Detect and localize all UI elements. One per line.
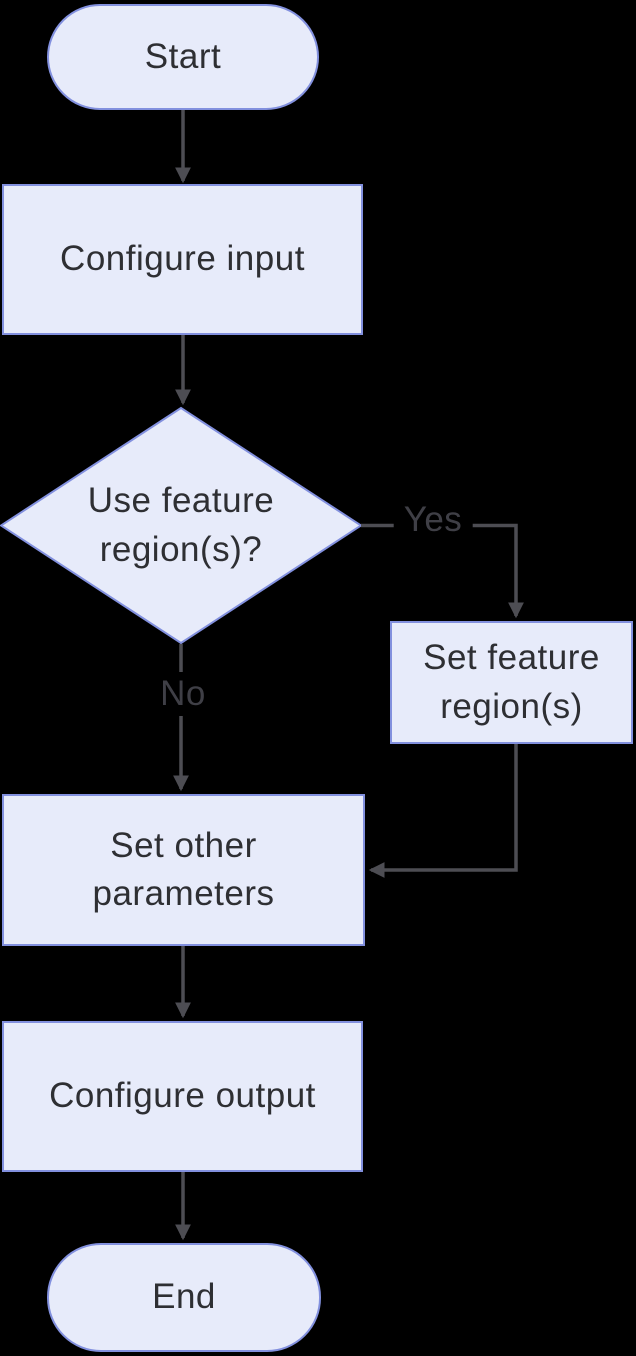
node-configure-output: Configure output [2, 1021, 363, 1172]
node-set-other-parameters: Set other parameters [2, 794, 365, 946]
node-end: End [47, 1243, 321, 1352]
node-start: Start [47, 4, 319, 110]
node-set-feature-regions: Set feature region(s) [390, 621, 633, 744]
node-configure-input: Configure input [2, 184, 363, 335]
edge-set-feature-to-set-other [368, 744, 518, 878]
edge-label-no: No [150, 672, 216, 716]
edge-label-yes: Yes [393, 498, 473, 542]
decision-diamond-shape [0, 406, 363, 645]
node-decision-use-feature-regions: Use feature region(s)? [87, 481, 275, 569]
